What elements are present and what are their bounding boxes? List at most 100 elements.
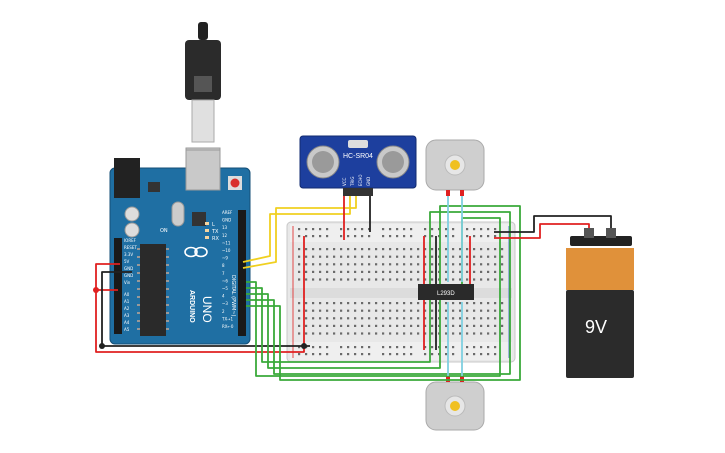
breadboard-hole[interactable]: [487, 324, 490, 327]
breadboard-hole[interactable]: [361, 263, 364, 266]
breadboard-hole[interactable]: [375, 270, 378, 273]
breadboard-hole[interactable]: [347, 270, 350, 273]
breadboard-hole[interactable]: [319, 270, 322, 273]
breadboard-hole[interactable]: [319, 324, 322, 327]
breadboard-hole[interactable]: [445, 228, 448, 231]
breadboard-hole[interactable]: [487, 353, 490, 356]
breadboard-hole[interactable]: [382, 248, 385, 251]
breadboard-hole[interactable]: [480, 270, 483, 273]
breadboard-hole[interactable]: [333, 324, 336, 327]
breadboard-hole[interactable]: [480, 302, 483, 305]
breadboard-hole[interactable]: [396, 324, 399, 327]
breadboard-hole[interactable]: [487, 317, 490, 320]
breadboard-hole[interactable]: [340, 302, 343, 305]
breadboard-hole[interactable]: [466, 270, 469, 273]
breadboard-hole[interactable]: [410, 302, 413, 305]
breadboard-hole[interactable]: [382, 235, 385, 238]
breadboard-hole[interactable]: [326, 346, 329, 349]
breadboard-hole[interactable]: [347, 235, 350, 238]
breadboard-hole[interactable]: [382, 302, 385, 305]
breadboard-hole[interactable]: [487, 263, 490, 266]
breadboard-hole[interactable]: [298, 278, 301, 281]
breadboard-hole[interactable]: [445, 346, 448, 349]
breadboard-hole[interactable]: [333, 248, 336, 251]
breadboard-hole[interactable]: [340, 228, 343, 231]
breadboard-hole[interactable]: [431, 346, 434, 349]
breadboard-hole[interactable]: [410, 263, 413, 266]
breadboard-hole[interactable]: [298, 309, 301, 312]
breadboard-hole[interactable]: [431, 228, 434, 231]
breadboard-hole[interactable]: [389, 255, 392, 258]
breadboard-hole[interactable]: [424, 332, 427, 335]
breadboard-hole[interactable]: [410, 255, 413, 258]
breadboard-hole[interactable]: [445, 270, 448, 273]
breadboard-hole[interactable]: [340, 270, 343, 273]
breadboard-hole[interactable]: [466, 346, 469, 349]
breadboard-hole[interactable]: [459, 263, 462, 266]
breadboard-hole[interactable]: [501, 263, 504, 266]
breadboard-hole[interactable]: [333, 332, 336, 335]
breadboard-hole[interactable]: [473, 228, 476, 231]
breadboard-hole[interactable]: [354, 302, 357, 305]
breadboard-hole[interactable]: [466, 324, 469, 327]
breadboard-hole[interactable]: [417, 324, 420, 327]
breadboard-hole[interactable]: [340, 235, 343, 238]
breadboard-hole[interactable]: [389, 353, 392, 356]
breadboard-hole[interactable]: [403, 255, 406, 258]
breadboard-hole[interactable]: [445, 235, 448, 238]
breadboard-hole[interactable]: [382, 309, 385, 312]
breadboard-hole[interactable]: [368, 332, 371, 335]
breadboard-hole[interactable]: [326, 248, 329, 251]
breadboard-hole[interactable]: [326, 332, 329, 335]
breadboard-hole[interactable]: [375, 309, 378, 312]
breadboard-hole[interactable]: [340, 332, 343, 335]
breadboard-hole[interactable]: [382, 332, 385, 335]
breadboard-hole[interactable]: [445, 248, 448, 251]
breadboard-hole[interactable]: [445, 324, 448, 327]
breadboard-hole[interactable]: [305, 324, 308, 327]
breadboard-hole[interactable]: [480, 263, 483, 266]
breadboard-hole[interactable]: [410, 278, 413, 281]
breadboard-hole[interactable]: [403, 270, 406, 273]
breadboard-hole[interactable]: [298, 248, 301, 251]
breadboard-hole[interactable]: [361, 332, 364, 335]
breadboard-hole[interactable]: [326, 278, 329, 281]
breadboard-hole[interactable]: [501, 270, 504, 273]
breadboard-hole[interactable]: [354, 270, 357, 273]
breadboard-hole[interactable]: [403, 302, 406, 305]
breadboard-hole[interactable]: [389, 278, 392, 281]
breadboard-hole[interactable]: [410, 248, 413, 251]
breadboard-hole[interactable]: [480, 228, 483, 231]
breadboard-hole[interactable]: [410, 324, 413, 327]
breadboard-hole[interactable]: [347, 317, 350, 320]
breadboard-hole[interactable]: [403, 353, 406, 356]
breadboard-hole[interactable]: [354, 317, 357, 320]
breadboard-hole[interactable]: [354, 353, 357, 356]
breadboard-hole[interactable]: [319, 278, 322, 281]
breadboard-hole[interactable]: [326, 317, 329, 320]
breadboard-hole[interactable]: [466, 317, 469, 320]
breadboard-hole[interactable]: [452, 324, 455, 327]
breadboard-hole[interactable]: [305, 255, 308, 258]
breadboard-hole[interactable]: [305, 235, 308, 238]
breadboard-hole[interactable]: [396, 317, 399, 320]
breadboard-hole[interactable]: [312, 309, 315, 312]
breadboard-hole[interactable]: [375, 278, 378, 281]
breadboard-hole[interactable]: [487, 302, 490, 305]
breadboard-hole[interactable]: [466, 235, 469, 238]
breadboard-hole[interactable]: [312, 332, 315, 335]
breadboard-hole[interactable]: [298, 317, 301, 320]
breadboard-hole[interactable]: [389, 263, 392, 266]
breadboard-hole[interactable]: [452, 248, 455, 251]
breadboard-hole[interactable]: [466, 263, 469, 266]
breadboard-hole[interactable]: [340, 263, 343, 266]
breadboard-hole[interactable]: [494, 309, 497, 312]
breadboard-hole[interactable]: [403, 263, 406, 266]
breadboard-hole[interactable]: [466, 255, 469, 258]
breadboard-hole[interactable]: [298, 255, 301, 258]
breadboard-hole[interactable]: [452, 346, 455, 349]
breadboard-hole[interactable]: [354, 255, 357, 258]
breadboard-hole[interactable]: [480, 346, 483, 349]
breadboard-hole[interactable]: [501, 309, 504, 312]
breadboard-hole[interactable]: [494, 346, 497, 349]
